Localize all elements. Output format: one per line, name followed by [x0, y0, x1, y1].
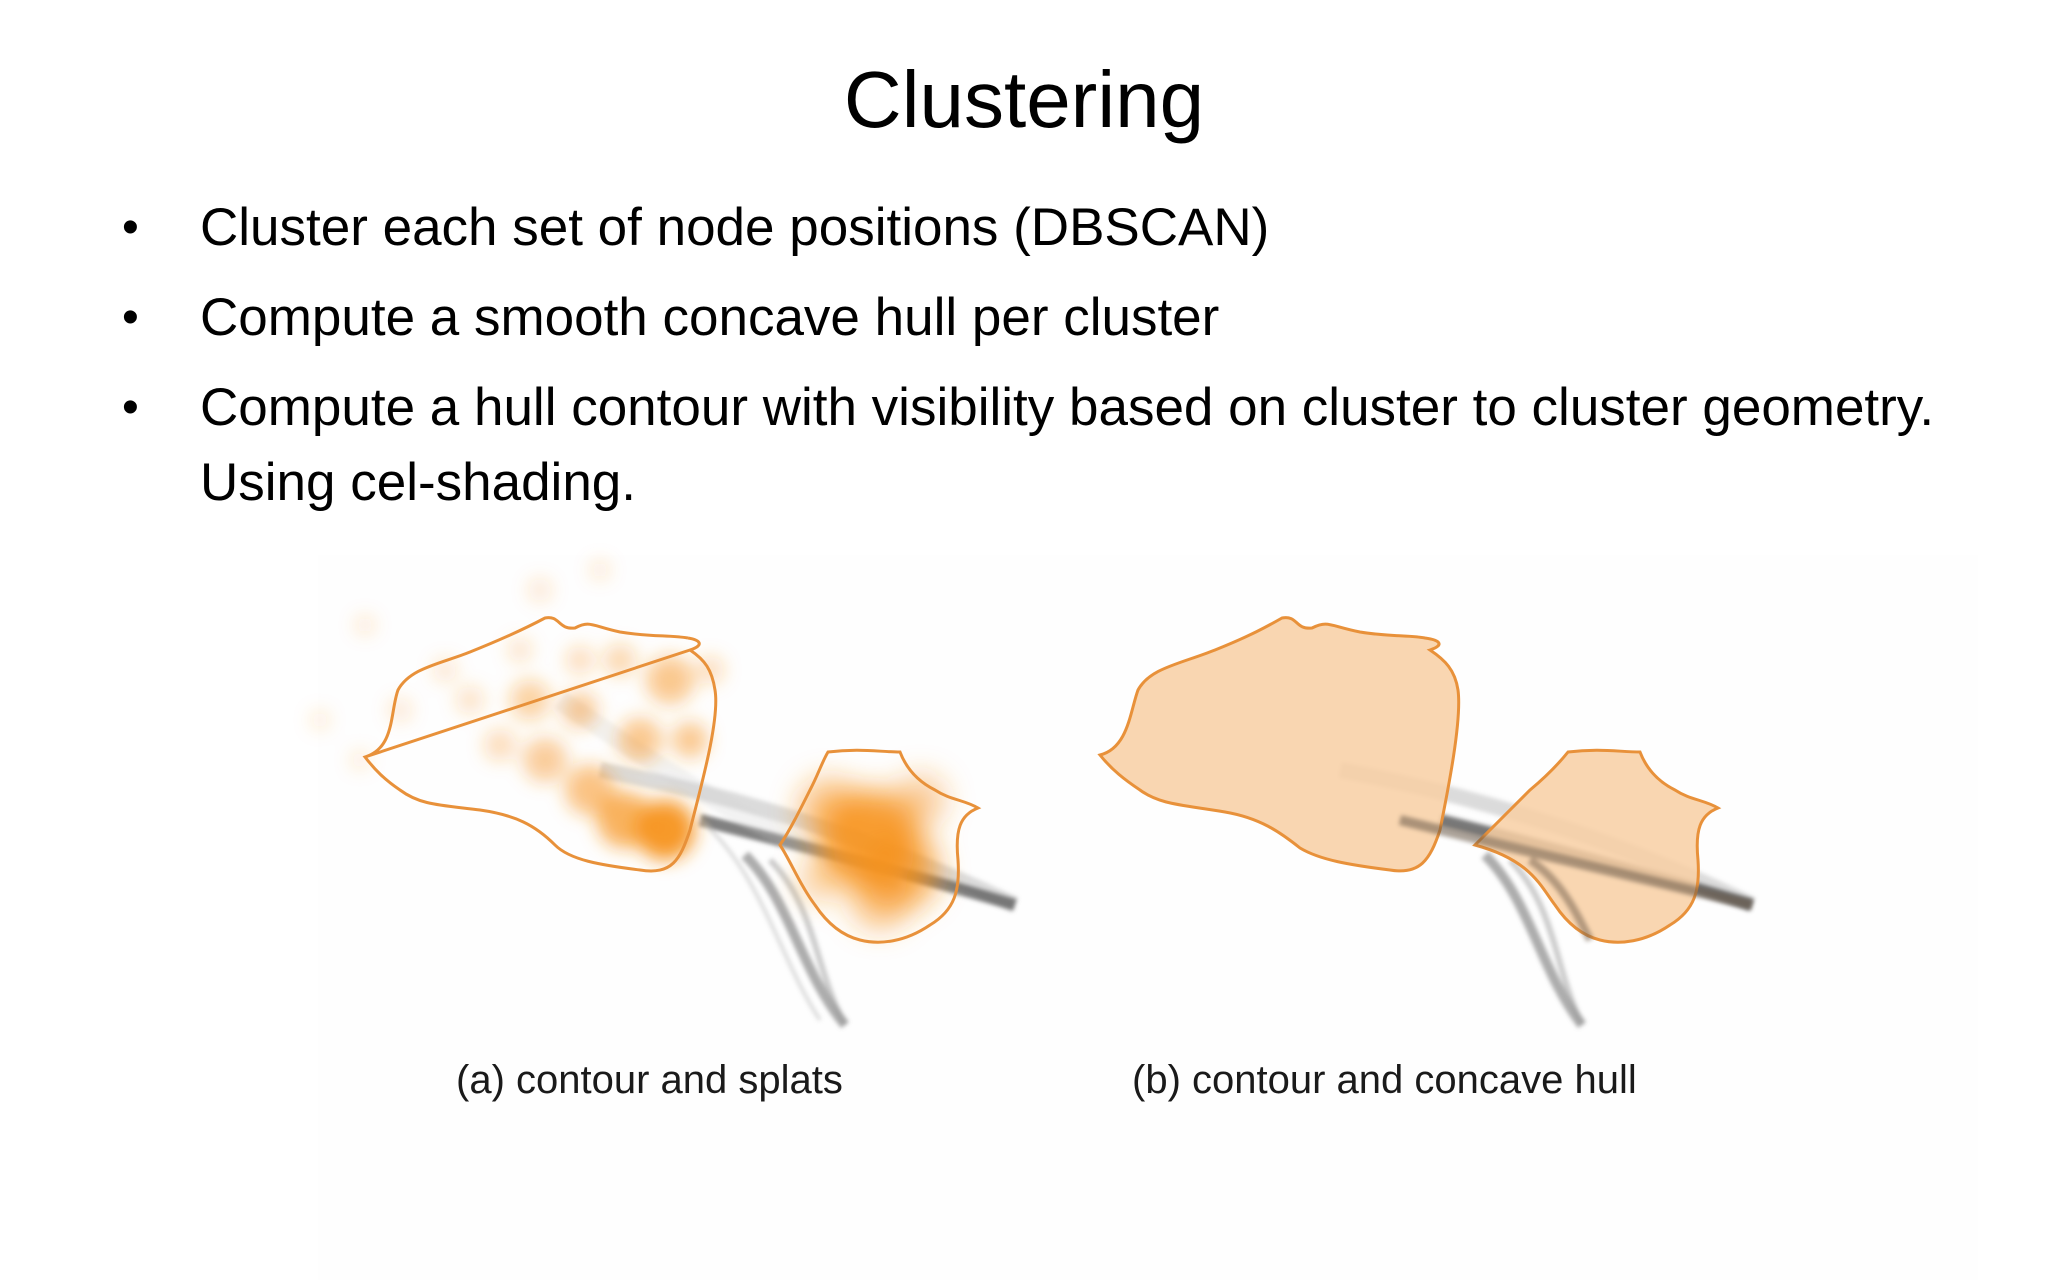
splats-a	[310, 560, 724, 860]
bullet-text: Cluster each set of node positions (DBSC…	[200, 198, 1270, 257]
contour-a1	[362, 616, 718, 873]
bullet-icon: •	[122, 381, 139, 434]
bullet-item: • Compute a hull contour with visibility…	[118, 370, 1938, 520]
contour-a2	[778, 748, 982, 944]
splats-a2	[798, 774, 946, 930]
caption-panel-b: (b) contour and concave hull	[1132, 1058, 1637, 1102]
bullet-text: Compute a smooth concave hull per cluste…	[200, 288, 1220, 347]
panel-a	[310, 560, 1019, 1029]
hull-b2	[1472, 748, 1722, 944]
caption-panel-a: (a) contour and splats	[456, 1058, 843, 1102]
bullet-list: • Cluster each set of node positions (DB…	[118, 190, 1938, 535]
panel-b	[1097, 616, 1756, 1029]
bullet-item: • Compute a smooth concave hull per clus…	[118, 280, 1938, 355]
slide-title: Clustering	[843, 55, 1205, 144]
hull-b1	[1097, 616, 1461, 873]
bullet-icon: •	[122, 201, 139, 254]
bullet-item: • Cluster each set of node positions (DB…	[118, 190, 1938, 265]
bullet-text: Compute a hull contour with visibility b…	[200, 378, 1935, 512]
figure-background	[318, 555, 1978, 1280]
bullet-icon: •	[122, 291, 139, 344]
